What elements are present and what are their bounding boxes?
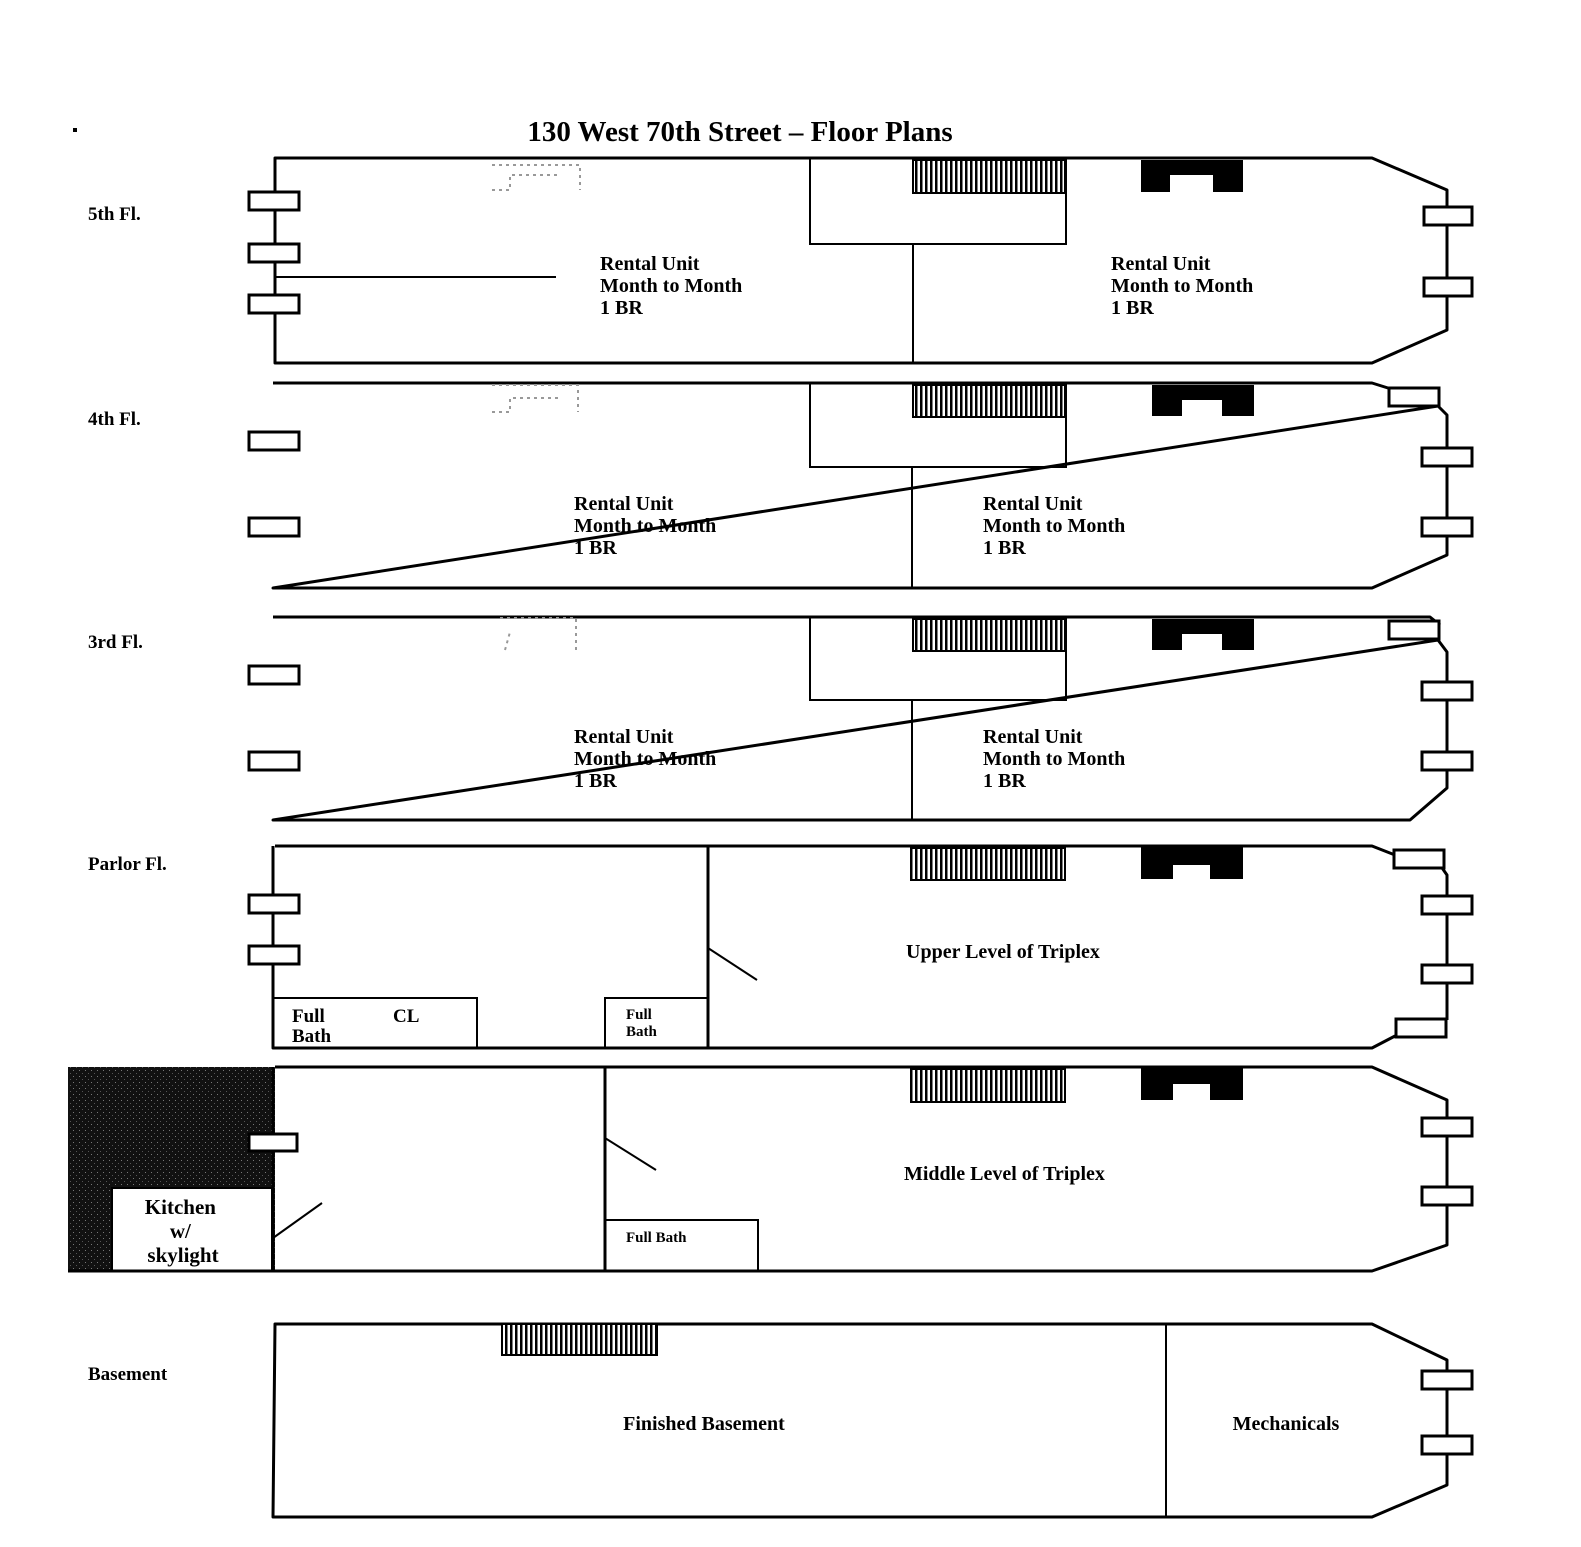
skylight-outline <box>500 617 577 651</box>
window-icon <box>1420 446 1474 468</box>
window-icon <box>247 944 301 966</box>
window-icon <box>1420 1369 1474 1391</box>
window-icon <box>1420 1185 1474 1207</box>
fireplace-icon <box>1141 1067 1243 1100</box>
floor-parlor: Parlor Fl. Upper Level of Triplex Full B… <box>88 844 1474 1050</box>
window-icon <box>247 516 301 538</box>
window-icon <box>247 190 301 212</box>
room-label: Rental Unit Month to Month 1 BR <box>574 493 721 559</box>
room-label: Finished Basement <box>623 1413 785 1435</box>
stair-icon <box>912 384 1066 418</box>
room-label: Mechanicals <box>1233 1413 1340 1435</box>
page-title: 130 West 70th Street – Floor Plans <box>527 116 952 148</box>
room-label: Kitchen w/ skylight <box>145 1195 221 1267</box>
hall-core <box>809 157 1067 245</box>
hall-core <box>809 382 1067 468</box>
stair-icon <box>910 1068 1066 1103</box>
window-icon <box>1422 276 1474 298</box>
room-label: Rental Unit Month to Month 1 BR <box>983 726 1130 792</box>
fireplace-icon <box>1152 619 1254 650</box>
floor-label: 4th Fl. <box>88 409 141 430</box>
floor-outline <box>271 844 1449 1050</box>
floor-label: Parlor Fl. <box>88 854 167 875</box>
stair-icon <box>912 618 1066 652</box>
room-label: Middle Level of Triplex <box>904 1163 1105 1185</box>
window-icon <box>247 893 301 915</box>
door-swing <box>604 1137 657 1171</box>
window-icon <box>1420 963 1474 985</box>
window-icon <box>1420 516 1474 538</box>
room-label: Rental Unit Month to Month 1 BR <box>574 726 721 792</box>
window-icon <box>247 750 301 772</box>
door-swing <box>707 947 758 981</box>
skylight-outline <box>492 164 581 191</box>
floor-garden: Middle Level of Triplex Kitchen w/ skyli… <box>68 1065 1474 1273</box>
stair-icon <box>912 159 1066 194</box>
stair-icon <box>910 847 1066 881</box>
window-icon <box>1387 386 1441 408</box>
window-icon <box>1420 1116 1474 1138</box>
floor-4: 4th Fl. Rental Unit Month to Month 1 BR … <box>88 381 1474 590</box>
fireplace-icon <box>1141 846 1243 879</box>
floor-outline <box>271 615 1449 822</box>
room-label: Rental Unit Month to Month 1 BR <box>1111 253 1258 319</box>
stair-icon <box>501 1323 658 1356</box>
fireplace-icon <box>1141 160 1243 192</box>
window-icon <box>247 664 301 686</box>
window-icon <box>1420 1434 1474 1456</box>
floor-3: 3rd Fl. Rental Unit Month to Month 1 BR … <box>88 615 1474 822</box>
hall-core <box>809 616 1067 701</box>
floor-outline <box>271 381 1449 590</box>
floor-outline <box>271 1322 1449 1519</box>
window-icon <box>1420 750 1474 772</box>
room-label: Full Bath <box>292 1006 332 1047</box>
bath-closet-block <box>272 997 478 1049</box>
fireplace-icon <box>1152 385 1254 416</box>
floor-label: Basement <box>88 1364 168 1385</box>
window-icon <box>1394 1017 1448 1039</box>
stray-mark <box>73 128 77 132</box>
window-icon <box>1392 848 1446 870</box>
room-label: Upper Level of Triplex <box>906 941 1100 963</box>
window-icon <box>1420 894 1474 916</box>
room-label: Rental Unit Month to Month 1 BR <box>983 493 1130 559</box>
floor-outline <box>273 156 1449 365</box>
window-icon <box>247 242 301 264</box>
floor-5: 5th Fl. Rental Unit Month to Month 1 BR … <box>88 156 1474 365</box>
bath-block <box>604 1219 759 1272</box>
window-icon <box>1422 205 1474 227</box>
skylight-outline <box>492 384 579 413</box>
floor-basement: Basement Finished Basement Mechanicals <box>88 1322 1474 1519</box>
room-label: Full Bath <box>626 1007 658 1040</box>
window-icon <box>1387 619 1441 641</box>
window-icon <box>1420 680 1474 702</box>
room-label: CL <box>393 1006 419 1027</box>
door-swing <box>272 1202 323 1239</box>
floor-label: 5th Fl. <box>88 204 141 225</box>
window-icon <box>247 293 301 315</box>
room-label: Full Bath <box>626 1230 687 1246</box>
room-label: Rental Unit Month to Month 1 BR <box>600 253 747 319</box>
window-icon <box>247 430 301 452</box>
bath-block <box>604 997 709 1049</box>
window-icon <box>247 1132 299 1153</box>
floor-label: 3rd Fl. <box>88 632 143 653</box>
